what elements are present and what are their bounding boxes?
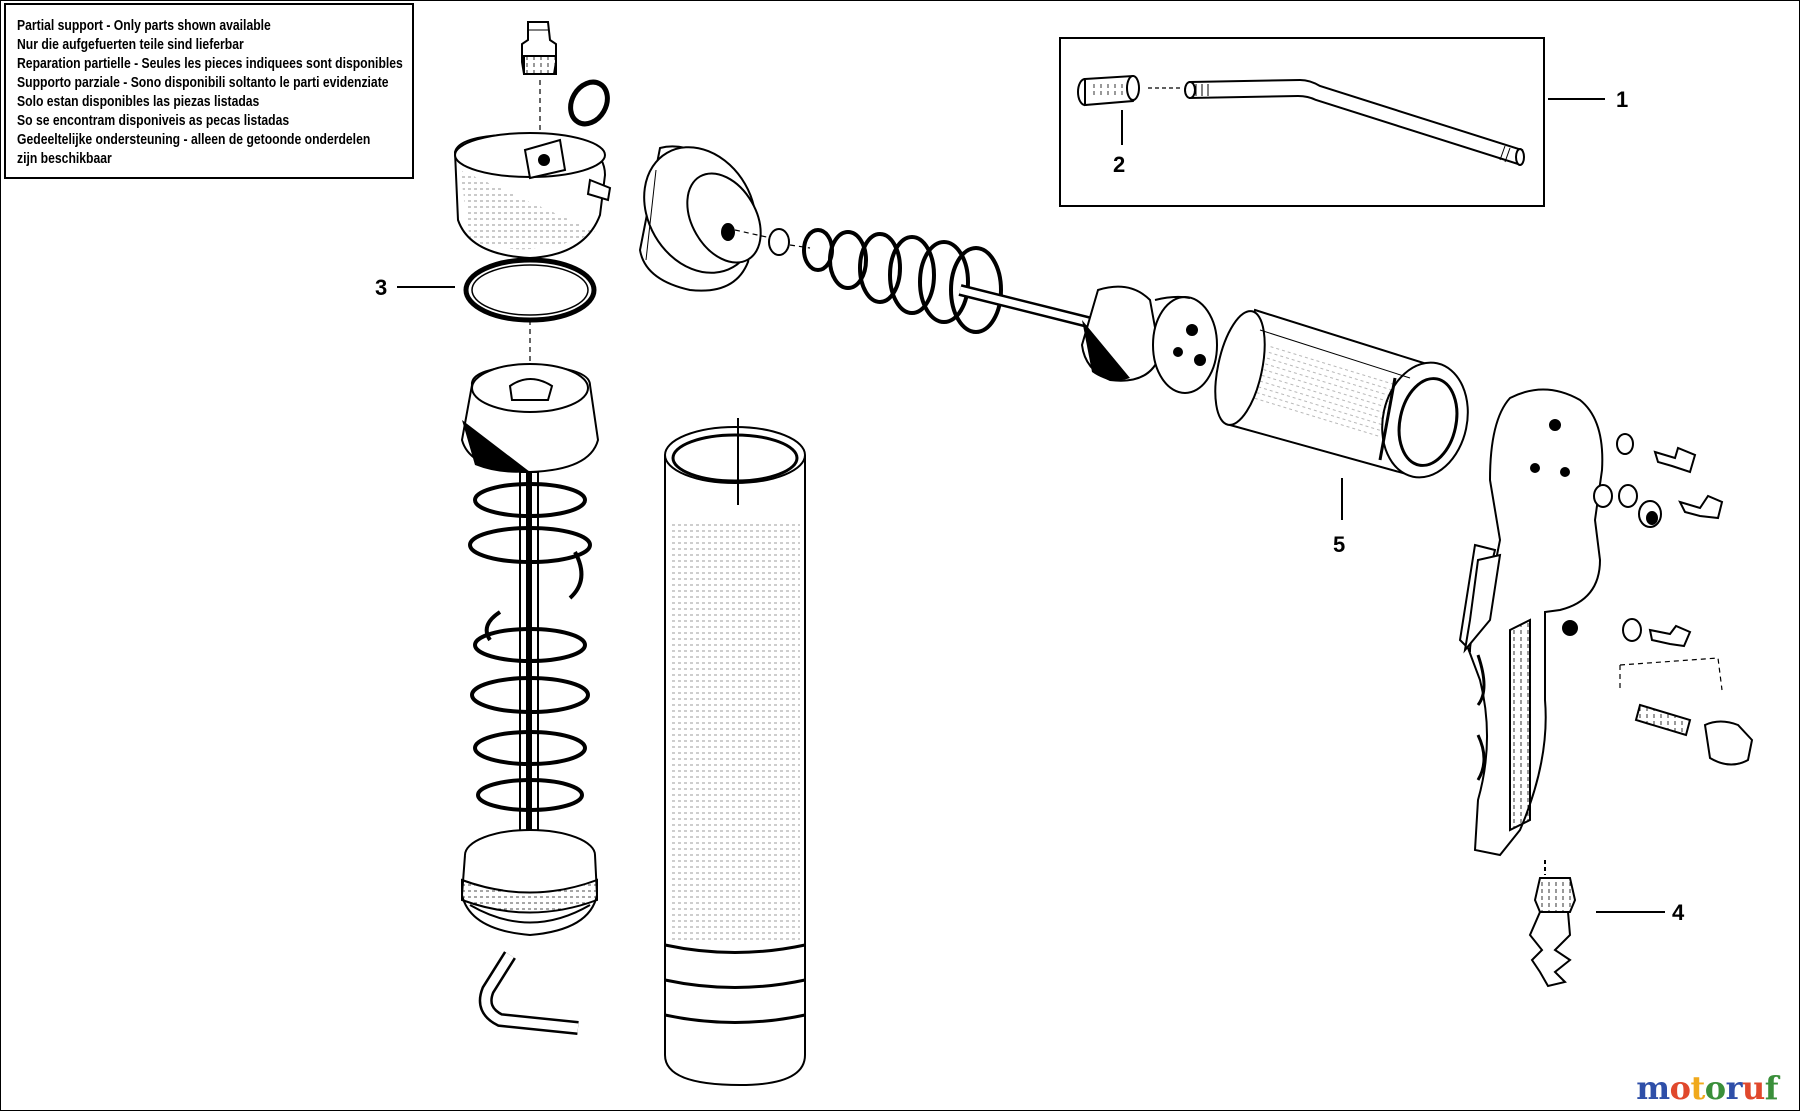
notice-line: Solo estan disponibles las piezas listad… xyxy=(17,94,260,110)
notice-line: zijn beschikbaar xyxy=(17,151,112,167)
dashed-line xyxy=(789,244,811,249)
grease-nipple xyxy=(521,21,557,75)
dashed-line xyxy=(1619,657,1723,691)
l-rod-inner xyxy=(481,952,579,1033)
notice-line: So se encontram disponiveis as pecas lis… xyxy=(17,113,290,129)
part-4-hose-connector xyxy=(1528,860,1577,988)
notice-line: Reparation partielle - Seules les pieces… xyxy=(17,56,403,72)
grease-cartridge-tube xyxy=(664,418,806,1087)
notice-line: Gedeeltelijke ondersteuning - alleen de … xyxy=(17,132,371,148)
washer xyxy=(768,228,790,256)
motoruf-watermark: motoruf xyxy=(1636,1069,1778,1107)
follower-spring xyxy=(468,482,592,812)
fastener-set xyxy=(1593,433,1754,766)
pump-head-cap xyxy=(453,132,612,260)
callout-leaders xyxy=(397,98,1665,913)
notice-line: Supporto parziale - Sono disponibili sol… xyxy=(17,75,389,91)
plunger-rod-inner xyxy=(959,286,1101,329)
notice-line: Nur die aufgefuerten teile sind lieferba… xyxy=(17,37,244,53)
callout-label: 5 xyxy=(1333,532,1345,557)
barrel-end-cap xyxy=(638,145,762,292)
o-ring-inner xyxy=(471,264,589,316)
main-spring xyxy=(802,228,1003,334)
part-3-o-ring xyxy=(463,257,597,323)
watermark-letter: f xyxy=(1764,1069,1779,1107)
pump-body-handle xyxy=(1458,388,1604,857)
watermark-letter: o xyxy=(1669,1069,1691,1107)
follower-plunger xyxy=(460,363,600,853)
piston-head xyxy=(1080,285,1218,394)
part-2-sleeve xyxy=(1077,74,1140,107)
callout-label: 2 xyxy=(1113,152,1125,177)
callout-label: 3 xyxy=(375,275,387,300)
part-5-pump-barrel xyxy=(1214,308,1469,479)
watermark-letter: o xyxy=(1704,1069,1726,1107)
part-1-bent-tube xyxy=(1184,78,1525,166)
lower-cup xyxy=(460,829,599,937)
watermark-letter: u xyxy=(1741,1069,1765,1107)
watermark-letter: t xyxy=(1690,1069,1705,1107)
part-1-box xyxy=(1059,37,1545,207)
trigger-lever xyxy=(1463,553,1502,654)
callout-label: 4 xyxy=(1672,900,1685,925)
callout-label: 1 xyxy=(1616,87,1628,112)
o-ring-small xyxy=(568,79,610,127)
notice-line: Partial support - Only parts shown avail… xyxy=(17,18,271,34)
partial-support-notice: Partial support - Only parts shown avail… xyxy=(4,3,414,179)
watermark-letter: m xyxy=(1636,1069,1670,1107)
watermark-letter: r xyxy=(1725,1069,1743,1107)
